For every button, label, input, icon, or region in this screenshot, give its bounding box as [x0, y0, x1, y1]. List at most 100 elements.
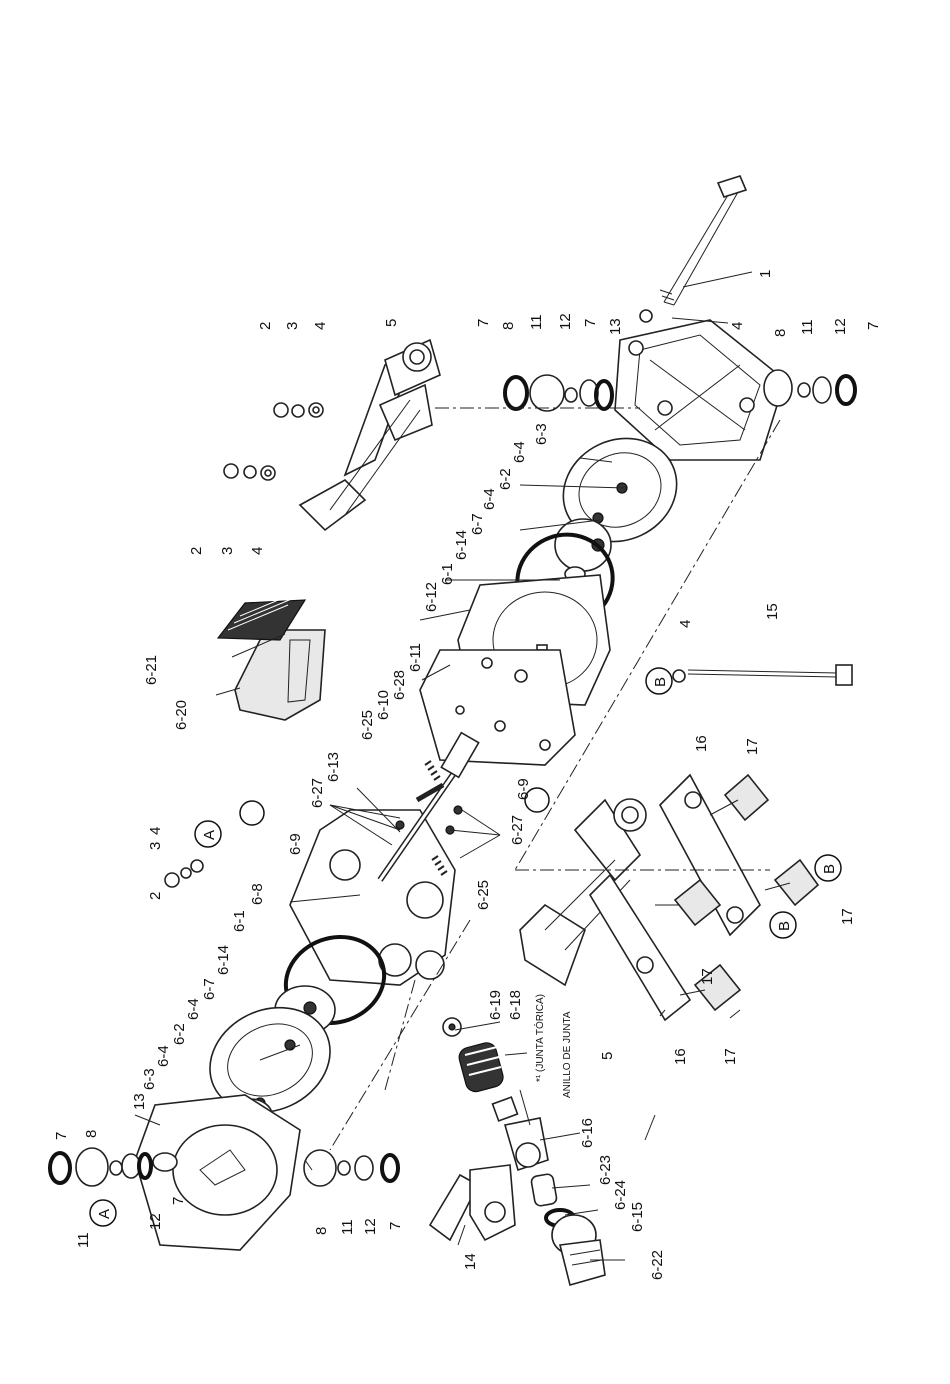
center-body-6-8 — [289, 809, 456, 986]
label-7-right-top-2: 7 — [582, 319, 599, 327]
muffler-6-20 — [234, 629, 326, 721]
marker-b-right: B — [814, 854, 842, 882]
label-6-7-right: 6-7 — [469, 513, 486, 535]
label-11-right-bottom: 11 — [799, 319, 816, 335]
label-13-left: 13 — [131, 1093, 148, 1110]
leader-lines — [134, 271, 753, 1261]
label-7-left-mid: 7 — [170, 1197, 187, 1205]
marker-b-text-left: B — [652, 677, 669, 687]
check-valve-stack-right-bottom — [763, 369, 857, 407]
marker-a-lower: A — [89, 1199, 117, 1227]
label-4-bolt15: 4 — [677, 620, 694, 628]
marker-b-left: B — [645, 667, 673, 695]
detail-6-9-right — [524, 787, 550, 813]
label-2-top-left: 2 — [188, 547, 205, 555]
marker-b-text-right: B — [821, 864, 838, 874]
label-6-4-right-a: 6-4 — [511, 441, 528, 463]
label-6-23: 6-23 — [597, 1155, 614, 1185]
label-2-top-right: 2 — [257, 322, 274, 330]
label-6-14-right: 6-14 — [453, 530, 470, 560]
label-12-left-bottom: 12 — [362, 1218, 379, 1235]
label-8-right-top: 8 — [500, 322, 517, 330]
label-6-9-right: 6-9 — [515, 778, 532, 800]
housing-13-right — [614, 309, 786, 461]
label-12-left: 12 — [147, 1213, 164, 1230]
label-6-14-left: 6-14 — [215, 945, 232, 975]
label-7-right-bottom: 7 — [865, 322, 882, 330]
label-8-left-bottom: 8 — [313, 1227, 330, 1235]
label-6-2-right: 6-2 — [497, 468, 514, 490]
marker-a-text-lower: A — [96, 1209, 113, 1219]
label-17-mid: 17 — [699, 968, 716, 985]
label-6-18: 6-18 — [507, 990, 524, 1020]
label-11-left: 11 — [75, 1232, 92, 1248]
label-6-16: 6-16 — [579, 1118, 596, 1148]
marker-a-text-upper: A — [201, 830, 218, 840]
label-2-mid: 2 — [147, 892, 164, 900]
label-16-upper: 16 — [693, 735, 710, 752]
diaphragm-stack-right — [515, 437, 678, 628]
label-6-20: 6-20 — [173, 700, 190, 730]
label-17-upper: 17 — [744, 738, 761, 755]
label-6-11: 6-11 — [407, 643, 424, 672]
label-3-top-left: 3 — [219, 547, 236, 555]
label-12-right-top: 12 — [557, 313, 574, 330]
housing-13-left — [134, 1094, 301, 1251]
label-16-lower: 16 — [672, 1048, 689, 1065]
label-6-13: 6-13 — [325, 752, 342, 782]
label-7-left-bottom: 7 — [387, 1222, 404, 1230]
check-valve-stack-left-bottom — [303, 1149, 400, 1187]
label-6-27-left: 6-27 — [309, 778, 326, 808]
label-4-right: 4 — [729, 322, 746, 330]
label-3-mid: 3 — [147, 842, 164, 850]
label-4-top-left: 4 — [249, 547, 266, 555]
assembly-centerlines — [329, 407, 781, 1151]
screen-6-21 — [216, 590, 307, 641]
label-6-2-left: 6-2 — [171, 1023, 188, 1045]
label-6-28: 6-28 — [391, 670, 408, 700]
label-1: 1 — [757, 270, 774, 278]
label-6-3-left: 6-3 — [141, 1068, 158, 1090]
label-6-12: 6-12 — [423, 582, 440, 612]
label-8-left-top: 8 — [83, 1130, 100, 1138]
label-8-right-bottom: 8 — [772, 329, 789, 337]
label-6-4-right-b: 6-4 — [481, 488, 498, 510]
label-5-bottom: 5 — [599, 1052, 616, 1060]
marker-b-text-lower: B — [776, 921, 793, 931]
air-valve-cartridge-parts — [442, 1017, 606, 1286]
label-7-right-top: 7 — [475, 319, 492, 327]
label-6-15: 6-15 — [629, 1202, 646, 1232]
label-6-25-top: 6-25 — [359, 710, 376, 740]
marker-b-lower: B — [769, 911, 797, 939]
check-valve-stack-left-top — [48, 1147, 153, 1187]
washer-group-top-left — [223, 463, 276, 481]
label-6-1-right: 6-1 — [439, 563, 456, 585]
label-17-lower: 17 — [722, 1048, 739, 1065]
label-6-24: 6-24 — [612, 1180, 629, 1210]
marker-a-upper: A — [194, 820, 222, 848]
label-6-1-left: 6-1 — [231, 910, 248, 932]
label-6-8: 6-8 — [249, 883, 266, 905]
washer-group-top-right — [273, 402, 324, 418]
label-6-25-bottom: 6-25 — [475, 880, 492, 910]
label-14: 14 — [462, 1253, 479, 1270]
note-junta-torica: *¹ (JUNTA TÓRICA) — [533, 994, 546, 1082]
label-6-19: 6-19 — [487, 990, 504, 1020]
bolt-15 — [672, 664, 853, 686]
washer-group-mid-left — [164, 859, 204, 888]
label-6-7-left: 6-7 — [201, 978, 218, 1000]
label-6-21: 6-21 — [143, 655, 160, 685]
label-13-right: 13 — [607, 318, 624, 335]
label-6-22: 6-22 — [649, 1250, 666, 1280]
part-labels: 1 4 2 3 4 5 2 3 4 7 8 11 12 7 13 8 11 12… — [53, 270, 882, 1280]
label-6-9-left: 6-9 — [287, 833, 304, 855]
rubber-feet-17 — [655, 773, 820, 1012]
label-15: 15 — [764, 603, 781, 620]
check-valve-stack-right-top — [503, 374, 614, 412]
label-11-right-top: 11 — [528, 314, 545, 330]
label-3-top-right: 3 — [284, 322, 301, 330]
label-6-3-right: 6-3 — [533, 423, 550, 445]
manifold-5-bottom — [519, 798, 647, 987]
manifold-5-top — [298, 338, 441, 532]
